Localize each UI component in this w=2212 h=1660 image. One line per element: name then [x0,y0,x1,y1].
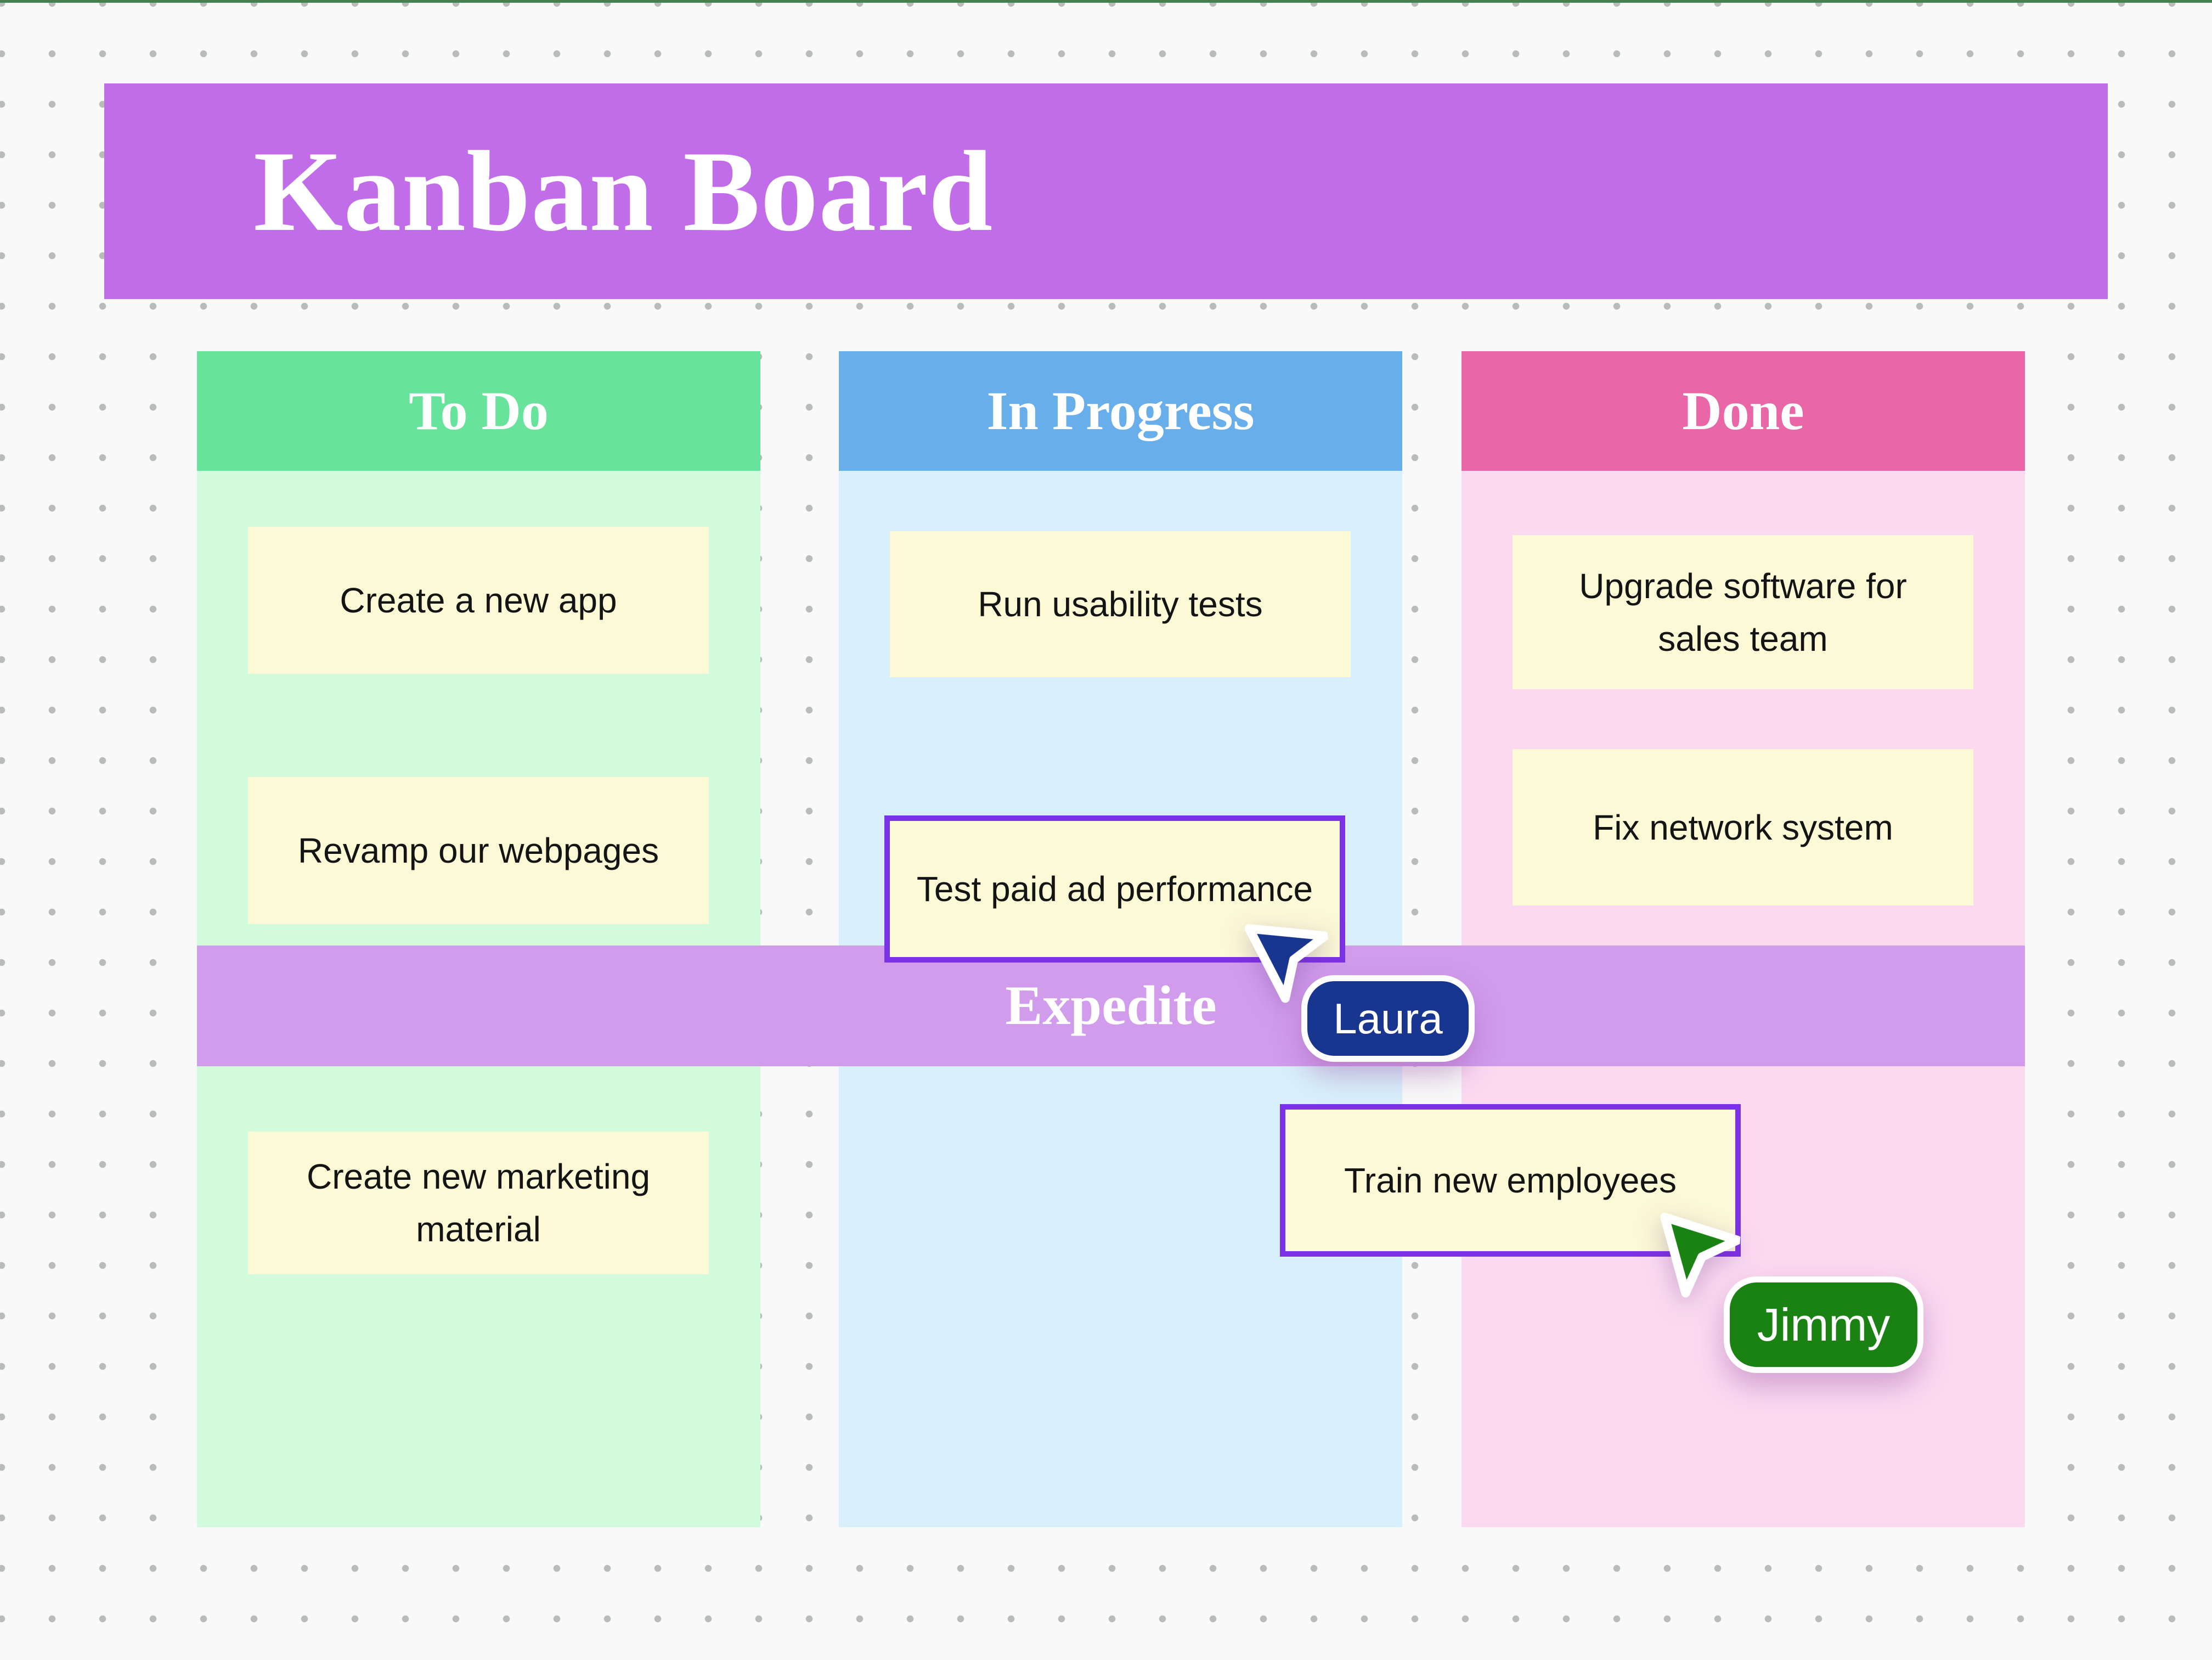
card-label: Revamp our webpages [297,831,659,870]
card-run-usability-tests[interactable]: Run usability tests [890,531,1351,677]
jimmy-cursor-pointer-icon [1660,1212,1742,1298]
card-train-new-employees[interactable]: Train new employees [1280,1104,1741,1257]
card-revamp-our-webpages[interactable]: Revamp our webpages [248,777,709,924]
card-label: Create new marketing material [306,1157,651,1249]
column-todo-header[interactable]: To Do [197,351,760,471]
swimlane-expedite[interactable]: Expedite [197,946,2025,1066]
window-edge-strip [0,0,2212,3]
card-test-paid-ad-performance[interactable]: Test paid ad performance [884,815,1345,963]
column-done-label: Done [1682,380,1804,441]
jimmy-name-label: Jimmy [1757,1298,1891,1350]
card-label: Create a new app [340,581,617,620]
laura-name-label: Laura [1333,994,1443,1043]
swimlane-expedite-label: Expedite [1005,975,1217,1037]
column-todo-label: To Do [409,380,549,441]
card-create-a-new-app[interactable]: Create a new app [248,527,709,674]
laura-cursor-pointer-icon [1244,924,1330,1003]
board-header-banner[interactable]: Kanban Board [104,83,2108,299]
card-fix-network-system[interactable]: Fix network system [1513,749,1973,905]
column-done-header[interactable]: Done [1462,351,2025,471]
card-upgrade-software-for-sales-team[interactable]: Upgrade software for sales team [1513,535,1973,689]
card-label: Fix network system [1593,807,1893,847]
column-in-progress-header[interactable]: In Progress [839,351,1402,471]
jimmy-name-tag: Jimmy [1724,1276,1923,1373]
column-in-progress-label: In Progress [986,380,1255,441]
card-label: Test paid ad performance [916,869,1313,909]
card-label: Upgrade software for sales team [1579,566,1907,659]
card-label: Train new employees [1344,1161,1677,1200]
laura-name-tag: Laura [1301,975,1475,1062]
card-create-new-marketing-material[interactable]: Create new marketing material [248,1132,709,1274]
board-title: Kanban Board [253,127,994,255]
card-label: Run usability tests [978,584,1263,624]
